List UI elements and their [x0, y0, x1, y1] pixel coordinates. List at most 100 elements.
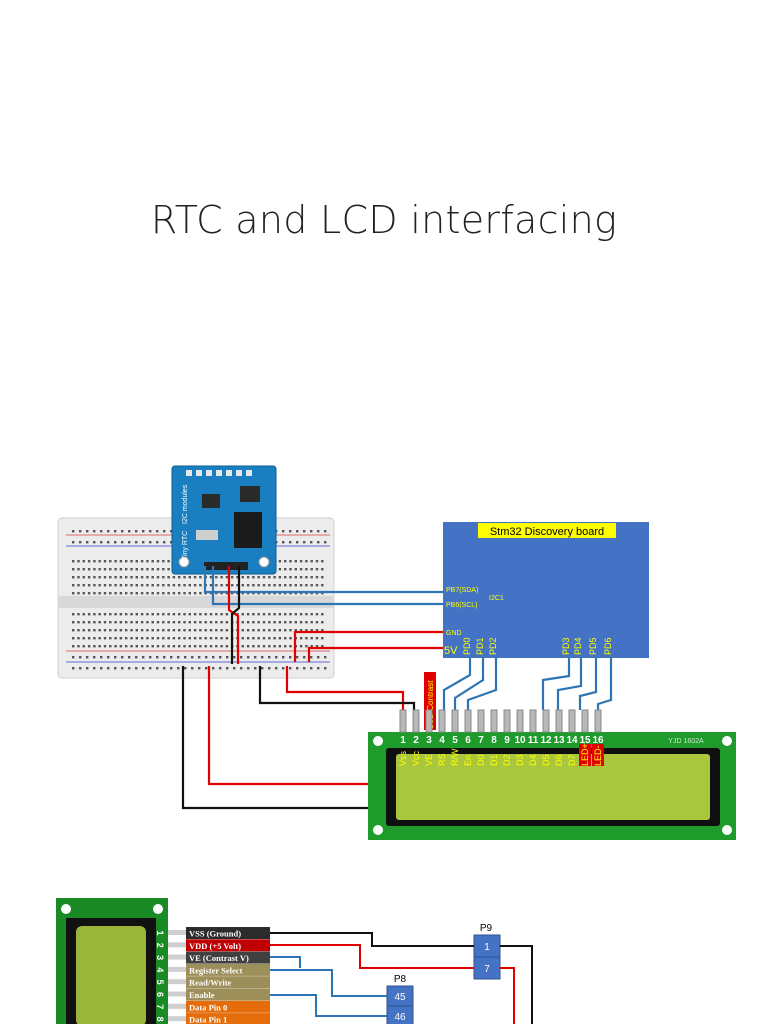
pin-label-pd2: PD2 [488, 637, 498, 655]
lcd-header-pin [477, 709, 485, 733]
lcd-model: YJD 1602A [668, 738, 704, 745]
pin-label-pd6: PD6 [603, 637, 613, 655]
pin-label-pd1: PD1 [475, 637, 485, 655]
stm32-board: Stm32 Discovery board PB7(SDA) PB6(SCL) … [443, 522, 649, 658]
lcd-pin-number: 7 [478, 735, 484, 746]
schematic-pin [186, 939, 270, 952]
schematic-pin-number: 6 [155, 992, 165, 997]
i2c-label: I2C1 [489, 595, 504, 602]
schematic-pin-number: 2 [155, 943, 165, 948]
lcd-pin-number: 10 [514, 735, 526, 746]
slide-title: RTC and LCD interfacing [150, 198, 618, 242]
lcd-pin-number: 6 [465, 735, 471, 746]
lcd-pin-name: D4 [528, 754, 538, 766]
lcd-pin-name: D0 [476, 754, 486, 766]
svg-text:45: 45 [394, 992, 406, 1003]
schematic-pin [186, 988, 270, 1001]
lcd-pin-name: Vcc [411, 750, 421, 766]
schematic-pin-label: Enable [189, 990, 215, 1000]
lcd-pin-number: 2 [413, 735, 419, 746]
schematic-pin-number: 4 [155, 967, 165, 972]
rtc-top-header [186, 470, 252, 476]
lcd-pin-number: 15 [579, 735, 591, 746]
lcd-pin-number: 1 [400, 735, 406, 746]
rtc-label-side: Tiny RTC [182, 531, 189, 560]
lcd-pin-name: RS [437, 753, 447, 766]
lcd-pin-name: En [463, 755, 473, 766]
schematic-pin-label: VDD (+5 Volt) [189, 941, 241, 951]
lcd-pin-number: 9 [504, 735, 510, 746]
pin-label-pd4: PD4 [573, 637, 583, 655]
schematic-pin [186, 976, 270, 989]
lcd-pin-number: 5 [452, 735, 458, 746]
pin-label-scl: PB6(SCL) [446, 602, 478, 609]
schematic-pin [186, 1000, 270, 1013]
lcd-pin-number: 12 [540, 735, 552, 746]
schematic-pin-number: 8 [155, 1017, 165, 1022]
lcd-pin-name: LED- [593, 745, 603, 766]
schematic-pin-label: Read/Write [189, 978, 232, 988]
svg-text:LCD Contrast: LCD Contrast [426, 680, 435, 729]
board-title: Stm32 Discovery board [490, 526, 604, 538]
lcd-pin-number: 11 [528, 735, 539, 746]
lcd-pin-number: 8 [491, 735, 497, 746]
header-p9-pin: 1 [473, 934, 501, 958]
svg-text:7: 7 [484, 964, 490, 975]
lcd-header-pin [464, 709, 472, 733]
pin-label-gnd: GND [446, 630, 462, 637]
lcd-header-pin [542, 709, 550, 733]
lcd-header-pin [555, 709, 563, 733]
rtc-module: I2C modules Tiny RTC [171, 465, 277, 575]
lcd-pin-name: D3 [515, 754, 525, 766]
lcd-header-pin [503, 709, 511, 733]
schematic-pins: VSS (Ground) VDD (+5 Volt) VE (Contrast V)… [168, 927, 270, 1024]
header-p9-label: P9 [480, 923, 493, 934]
schematic-pin-number: 1 [155, 930, 165, 935]
lcd-header-pin [425, 709, 433, 733]
schematic-pin [186, 951, 270, 964]
schematic-pin-number: 5 [155, 980, 165, 985]
schematic-pin-numbers: 1 2 3 4 5 6 7 8 [155, 930, 165, 1021]
lcd-header-pin [412, 709, 420, 733]
lcd-header-pin [516, 709, 524, 733]
header-p8-pin: 45 [386, 985, 414, 1007]
lcd-header-pin [438, 709, 446, 733]
lcd-pin-name: VE [424, 754, 434, 766]
lcd-header-pin [594, 709, 602, 733]
pin-label-sda: PB7(SDA) [446, 587, 478, 594]
rtc-label-top: I2C modules [182, 484, 189, 524]
lcd-pin-name: Vss [398, 750, 408, 766]
lcd-pin-number: 4 [439, 735, 445, 746]
schematic-pin-label: Register Select [189, 965, 243, 975]
lcd-pin-name: D7 [567, 754, 577, 766]
schematic-pin-label: VSS (Ground) [189, 929, 241, 939]
svg-text:1: 1 [484, 942, 490, 953]
svg-text:46: 46 [394, 1012, 406, 1023]
lcd-header-pin [581, 709, 589, 733]
pin-label-pd3: PD3 [561, 637, 571, 655]
lcd-pin-name: D2 [502, 754, 512, 766]
breadboard-holes [72, 530, 327, 670]
pin-label-pd0: PD0 [462, 637, 472, 655]
schematic-pin-label: VE (Contrast V) [189, 953, 249, 963]
pin-label-5v: 5V [444, 645, 458, 657]
schematic-pin-number: 7 [155, 1004, 165, 1009]
schematic-pin-label: Data Pin 1 [189, 1015, 227, 1024]
header-p9-pin: 7 [473, 956, 501, 980]
lcd-header-pin [451, 709, 459, 733]
lcd-pin-number: 13 [553, 735, 565, 746]
lcd-pin-number: 14 [566, 735, 578, 746]
pin-label-pd5: PD5 [588, 637, 598, 655]
schematic-pin-number: 3 [155, 955, 165, 960]
lcd-header-pin [490, 709, 498, 733]
lcd-header-pin [399, 709, 407, 733]
lcd-pin-name: R/W [450, 748, 460, 766]
lcd-header-pin [568, 709, 576, 733]
lcd-pin-number: 3 [426, 735, 432, 746]
schematic-pin [186, 963, 270, 976]
schematic-pin-label: Data Pin 0 [189, 1002, 227, 1012]
